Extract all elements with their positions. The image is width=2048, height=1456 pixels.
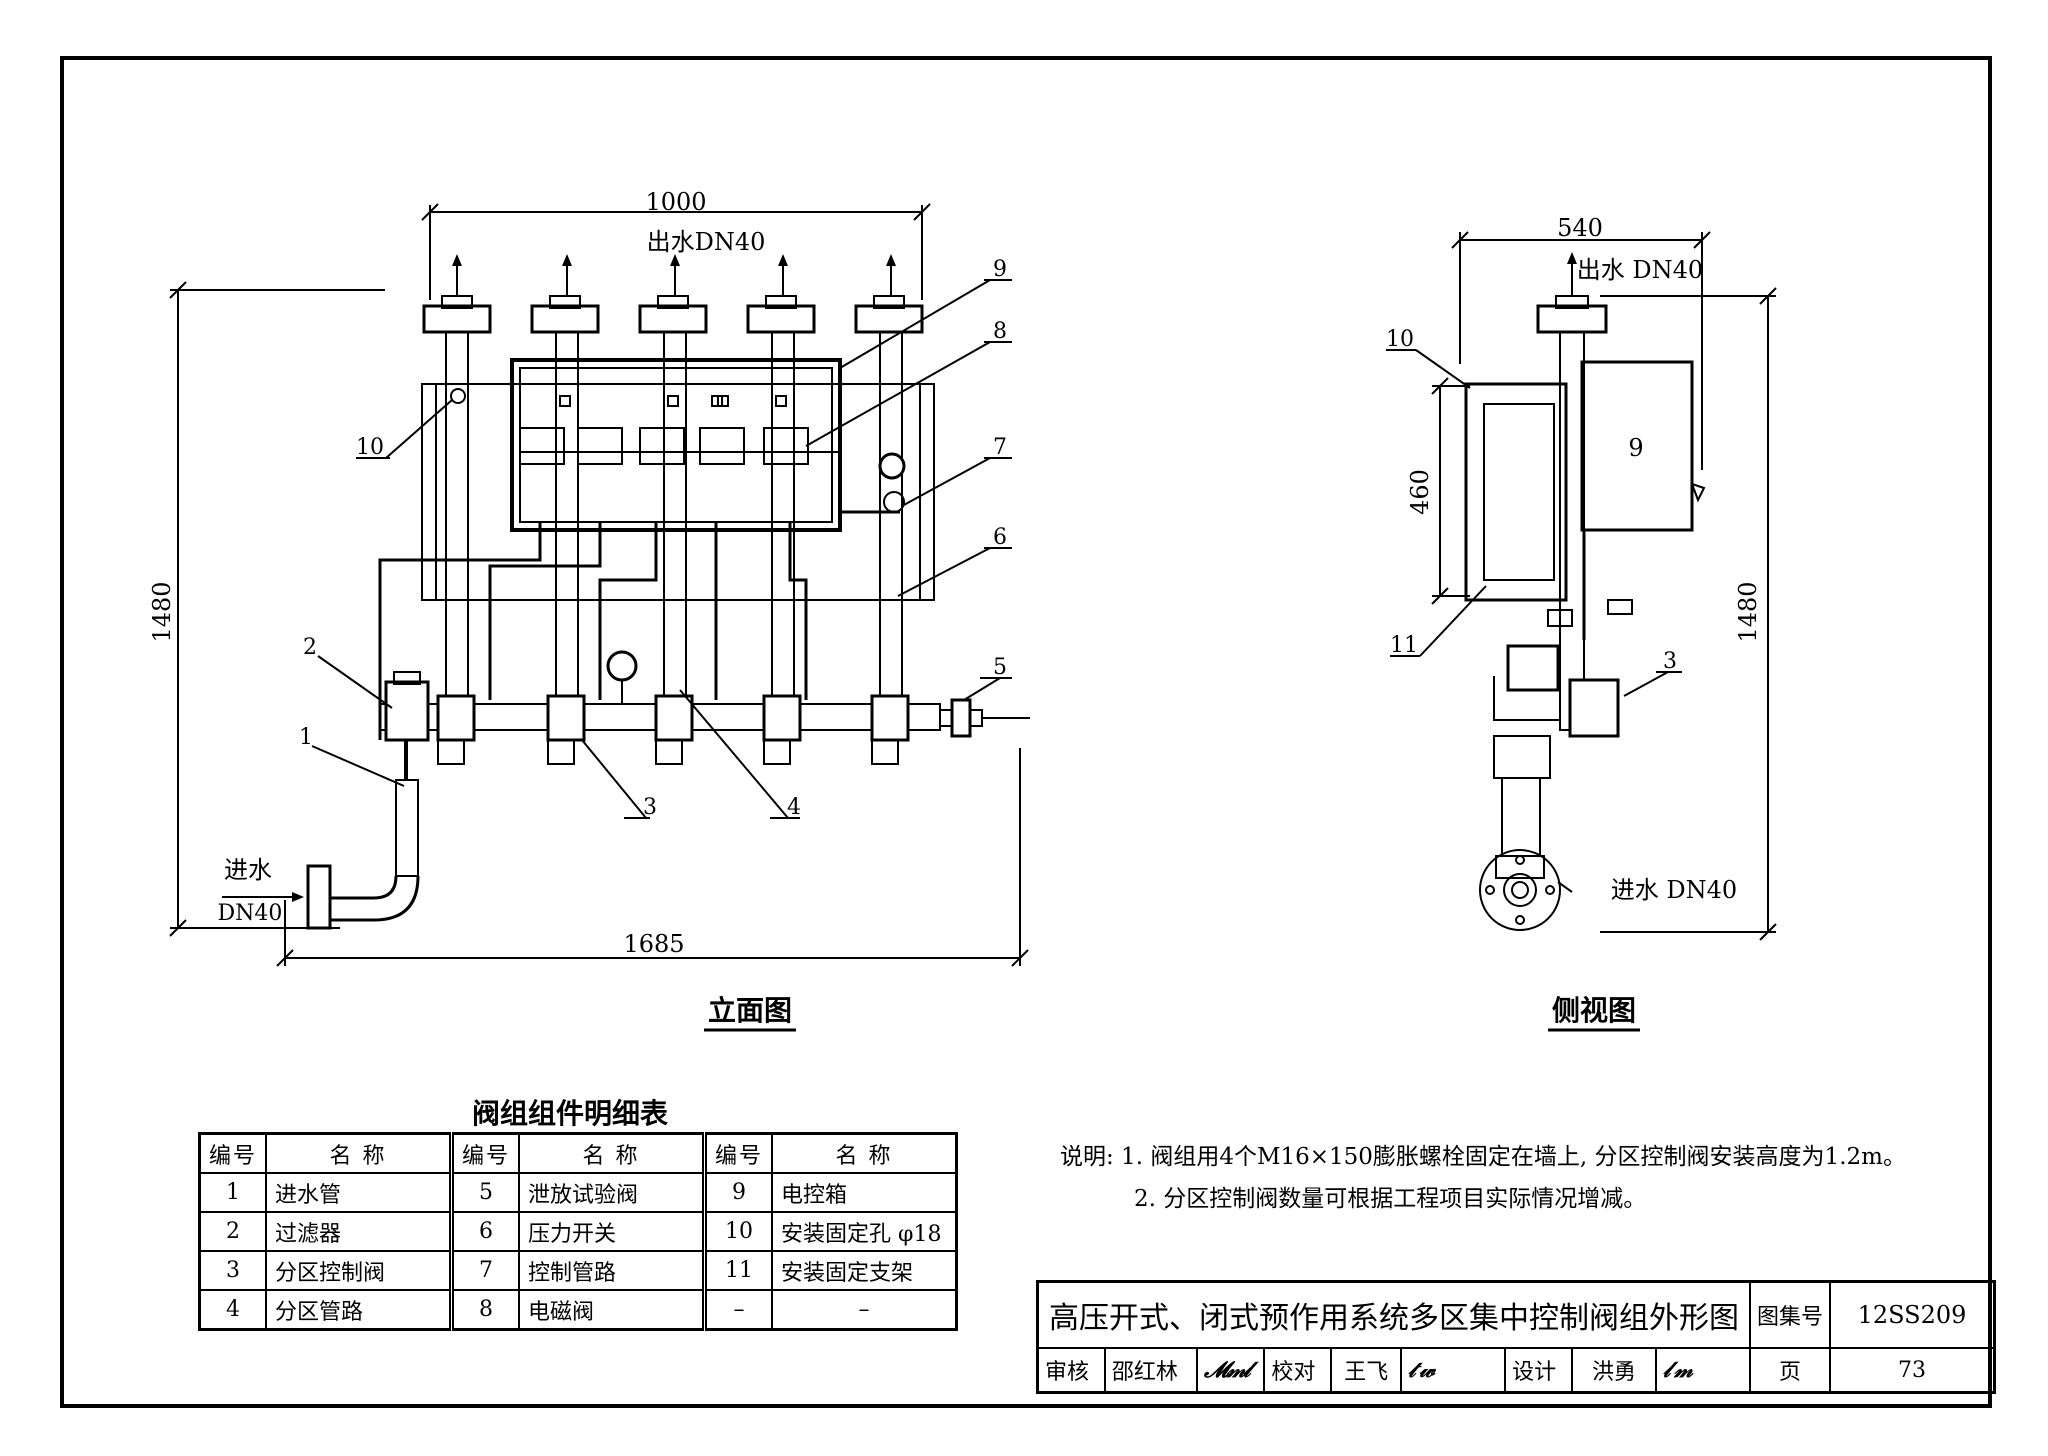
header-name: 名 称: [771, 1132, 958, 1174]
elevation-dim-height: 1480: [148, 581, 176, 642]
part-name: 压力开关: [518, 1211, 706, 1252]
side-box-label: 9: [1628, 434, 1643, 462]
callout-7: 7: [993, 435, 1007, 460]
side-callout-3: 3: [1663, 649, 1677, 674]
part-no: 10: [702, 1211, 774, 1252]
header-name: 名 称: [265, 1132, 453, 1174]
side-outlet-label: 出水 DN40: [1577, 256, 1703, 284]
elevation-view: 1000 出水DN40 1480 1685: [148, 188, 1030, 1032]
header-no: 编号: [449, 1132, 521, 1174]
header-name: 名 称: [518, 1132, 706, 1174]
parts-table-caption: 阀组组件明细表: [471, 1097, 668, 1130]
note-line-1: 说明: 1. 阀组用4个M16×150膨胀螺栓固定在墙上, 分区控制阀安装高度为…: [1060, 1144, 1906, 1170]
side-callout-11: 11: [1390, 633, 1418, 658]
atlas-code: 12SS209: [1829, 1280, 1996, 1349]
part-name: 安装固定支架: [771, 1250, 958, 1291]
side-dim-width-top: 540: [1557, 214, 1603, 242]
designer-name: 洪勇: [1571, 1347, 1657, 1394]
reviewer-signature: 𝓜𝓂𝓁: [1195, 1347, 1266, 1394]
side-callout-10: 10: [1386, 327, 1414, 352]
part-no: 9: [702, 1172, 774, 1213]
reviewer-name: 邵红林: [1103, 1347, 1198, 1394]
riser-pipes: [422, 254, 924, 721]
elevation-title: 立面图: [708, 994, 792, 1027]
parts-table-header: 编号 名 称 编号 名 称 编号 名 称: [198, 1132, 958, 1174]
callout-4: 4: [787, 795, 801, 820]
side-dim-box-height: 460: [1406, 469, 1434, 515]
checker-name: 王飞: [1330, 1347, 1403, 1394]
elevation-outlet-label: 出水DN40: [647, 228, 766, 256]
part-no: 3: [198, 1250, 268, 1291]
title-block: 高压开式、闭式预作用系统多区集中控制阀组外形图 图集号 12SS209 审核 邵…: [1036, 1280, 1997, 1394]
atlas-label: 图集号: [1748, 1280, 1832, 1349]
elevation-dim-width-bottom: 1685: [623, 930, 684, 958]
part-no: 7: [449, 1250, 521, 1291]
note-line-2: 2. 分区控制阀数量可根据工程项目实际情况增减。: [1134, 1186, 1647, 1212]
side-view: 540 出水 DN40 1480 460 9: [1386, 214, 1777, 1032]
part-name: 安装固定孔 φ18: [771, 1211, 958, 1252]
page-number: 73: [1829, 1347, 1996, 1394]
callout-8: 8: [993, 319, 1007, 344]
callout-6: 6: [993, 525, 1007, 550]
part-name: 分区管路: [265, 1289, 453, 1331]
part-name: 泄放试验阀: [518, 1172, 706, 1213]
callout-1: 1: [299, 725, 313, 750]
review-label: 审核: [1036, 1347, 1106, 1394]
part-no: 1: [198, 1172, 268, 1213]
elevation-callouts: 1 2 3 4 5 6 7 8 9 10: [299, 257, 1012, 820]
part-name: 控制管路: [518, 1250, 706, 1291]
callout-2: 2: [303, 635, 317, 660]
side-dim-height: 1480: [1734, 581, 1762, 642]
callout-10: 10: [356, 435, 384, 460]
part-name: 分区控制阀: [265, 1250, 453, 1291]
table-row: 1 进水管 5 泄放试验阀 9 电控箱: [198, 1172, 958, 1213]
side-inlet-label: 进水 DN40: [1611, 876, 1737, 904]
header-no: 编号: [702, 1132, 774, 1174]
checker-signature: 𝓉 𝓌: [1400, 1347, 1507, 1394]
elevation-inlet-label-1: 进水: [224, 856, 272, 884]
part-name: 进水管: [265, 1172, 453, 1213]
part-no: 5: [449, 1172, 521, 1213]
part-name: 过滤器: [265, 1211, 453, 1252]
callout-5: 5: [993, 655, 1007, 680]
drawing-frame: [60, 56, 1992, 1408]
part-no: 11: [702, 1250, 774, 1291]
part-name: –: [771, 1289, 958, 1331]
table-row: 2 过滤器 6 压力开关 10 安装固定孔 φ18: [198, 1211, 958, 1252]
notes: 说明: 1. 阀组用4个M16×150膨胀螺栓固定在墙上, 分区控制阀安装高度为…: [1060, 1136, 1906, 1220]
part-no: 8: [449, 1289, 521, 1331]
callout-3: 3: [643, 795, 657, 820]
table-row: 3 分区控制阀 7 控制管路 11 安装固定支架: [198, 1250, 958, 1291]
elevation-dim-width-top: 1000: [645, 188, 706, 216]
check-label: 校对: [1263, 1347, 1333, 1394]
header-no: 编号: [198, 1132, 268, 1174]
part-no: 6: [449, 1211, 521, 1252]
elevation-inlet-label-2: DN40: [218, 901, 283, 926]
zone-control-valves: [436, 694, 910, 765]
parts-table: 编号 名 称 编号 名 称 编号 名 称 1 进水管 5 泄放试验阀 9 电控箱…: [198, 1132, 959, 1331]
design-label: 设计: [1504, 1347, 1573, 1394]
solenoid-valves: [519, 427, 840, 465]
part-name: 电磁阀: [518, 1289, 706, 1331]
part-name: 电控箱: [771, 1172, 958, 1213]
table-row: 4 分区管路 8 电磁阀 – –: [198, 1289, 958, 1331]
callout-9: 9: [993, 257, 1007, 282]
part-no: 4: [198, 1289, 268, 1331]
side-view-title: 侧视图: [1552, 994, 1636, 1027]
part-no: –: [702, 1289, 774, 1331]
designer-signature: 𝓁 𝓂: [1655, 1347, 1751, 1394]
part-no: 2: [198, 1211, 268, 1252]
page-label: 页: [1748, 1347, 1832, 1394]
drawing-title: 高压开式、闭式预作用系统多区集中控制阀组外形图: [1036, 1280, 1751, 1349]
